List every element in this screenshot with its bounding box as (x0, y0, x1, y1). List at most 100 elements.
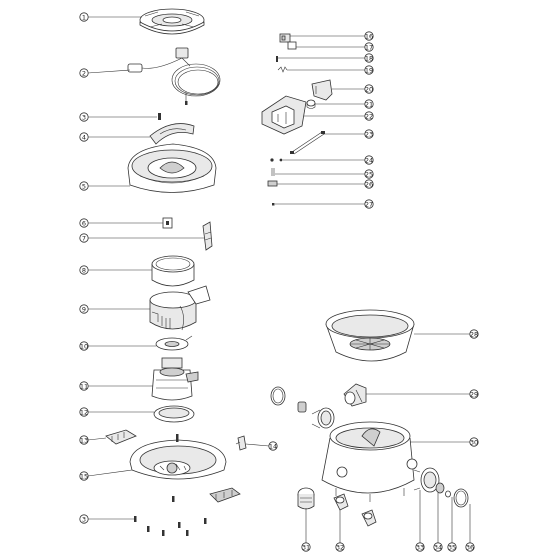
callout-32: 32 (335, 510, 345, 552)
svg-text:33: 33 (416, 543, 424, 551)
svg-text:23: 23 (365, 130, 373, 138)
part-power-cord (127, 47, 221, 105)
callout-3-lower: 3 (79, 514, 134, 524)
svg-text:29: 29 (470, 390, 478, 398)
part-pin (270, 158, 283, 162)
part-filter-basket (325, 309, 415, 362)
svg-text:13: 13 (80, 436, 88, 444)
part-screws-lower (134, 496, 207, 536)
svg-text:2: 2 (82, 69, 86, 77)
callout-3: 3 (79, 112, 157, 122)
svg-text:12: 12 (80, 408, 88, 416)
callout-11: 11 (79, 381, 153, 391)
svg-text:11: 11 (80, 382, 88, 390)
part-foam-ring (151, 255, 195, 287)
svg-text:3: 3 (82, 515, 86, 523)
callout-15: 15 (79, 469, 133, 481)
svg-text:7: 7 (82, 234, 86, 242)
callout-8: 8 (79, 265, 152, 275)
svg-text:31: 31 (302, 543, 310, 551)
part-wire-lead (290, 131, 325, 155)
svg-text:1: 1 (82, 13, 86, 21)
callout-26: 26 (277, 179, 374, 189)
svg-text:10: 10 (80, 342, 88, 350)
callout-35: 35 (447, 497, 457, 552)
svg-text:26: 26 (365, 180, 373, 188)
callout-27: 27 (275, 199, 374, 209)
callout-34: 34 (433, 493, 443, 552)
part-button (306, 99, 316, 109)
svg-text:25: 25 (365, 170, 373, 178)
callout-6: 6 (79, 218, 163, 228)
svg-text:20: 20 (365, 85, 373, 93)
part-handle (149, 123, 195, 145)
part-rod (272, 203, 275, 206)
svg-text:3: 3 (82, 113, 86, 121)
svg-text:5: 5 (82, 182, 86, 190)
part-bracket (105, 429, 137, 445)
callout-28: 28 (414, 329, 479, 339)
callout-22: 22 (304, 111, 374, 121)
part-drain-plug (333, 493, 349, 511)
callout-29: 29 (366, 389, 479, 399)
part-inlet-washer (445, 490, 451, 498)
svg-text:30: 30 (470, 438, 478, 446)
callout-16: 16 (290, 31, 374, 41)
callout-33: 33 (415, 490, 425, 552)
part-terminal (271, 168, 275, 176)
svg-text:21: 21 (365, 100, 373, 108)
part-inlet-nut-lower (435, 482, 445, 494)
svg-text:22: 22 (365, 112, 373, 120)
part-switch (279, 33, 291, 43)
callout-17: 17 (296, 42, 374, 52)
callout-10: 10 (79, 341, 156, 351)
svg-text:32: 32 (336, 543, 344, 551)
callout-21: 21 (315, 99, 374, 109)
part-motor-gasket (155, 335, 193, 351)
svg-text:36: 36 (466, 543, 474, 551)
part-motor-seal-ring (153, 405, 195, 423)
callout-30: 30 (410, 437, 479, 447)
part-motor-head-cover (127, 143, 217, 193)
callout-24: 24 (283, 155, 374, 165)
part-screw (158, 113, 161, 120)
callout-13: 13 (79, 435, 107, 445)
callout-23: 23 (323, 129, 374, 139)
part-hose-inlet (297, 487, 315, 510)
callout-5: 5 (79, 181, 130, 191)
part-spring (277, 66, 288, 73)
part-o-ring-lower (453, 488, 469, 508)
svg-text:19: 19 (365, 66, 373, 74)
part-switch-clip (202, 221, 213, 251)
part-motor (151, 357, 199, 401)
svg-text:18: 18 (365, 54, 373, 62)
part-bracket-lower (209, 487, 241, 503)
callout-1: 1 (79, 12, 142, 22)
callout-12: 12 (79, 407, 154, 417)
part-tank (321, 421, 418, 502)
svg-text:4: 4 (82, 133, 86, 141)
svg-text:16: 16 (365, 32, 373, 40)
svg-text:27: 27 (365, 200, 373, 208)
part-socket-cover (311, 79, 333, 101)
part-motor-base (129, 434, 227, 480)
part-drain-plug-second (361, 509, 377, 527)
svg-text:6: 6 (82, 219, 86, 227)
part-switch-knob (162, 217, 173, 229)
part-motor-housing (149, 285, 211, 331)
part-o-ring-upper (270, 386, 286, 406)
svg-text:28: 28 (470, 330, 478, 338)
callout-2: 2 (79, 68, 131, 78)
svg-text:35: 35 (448, 543, 456, 551)
callout-20: 20 (332, 84, 374, 94)
part-top-ring-guard (139, 8, 205, 35)
callout-25: 25 (275, 169, 374, 179)
svg-text:9: 9 (82, 305, 86, 313)
callout-19: 19 (287, 65, 374, 75)
callout-31: 31 (301, 508, 311, 552)
svg-text:17: 17 (365, 43, 373, 51)
svg-text:14: 14 (269, 442, 277, 450)
svg-text:24: 24 (365, 156, 373, 164)
callout-36: 36 (465, 504, 475, 552)
